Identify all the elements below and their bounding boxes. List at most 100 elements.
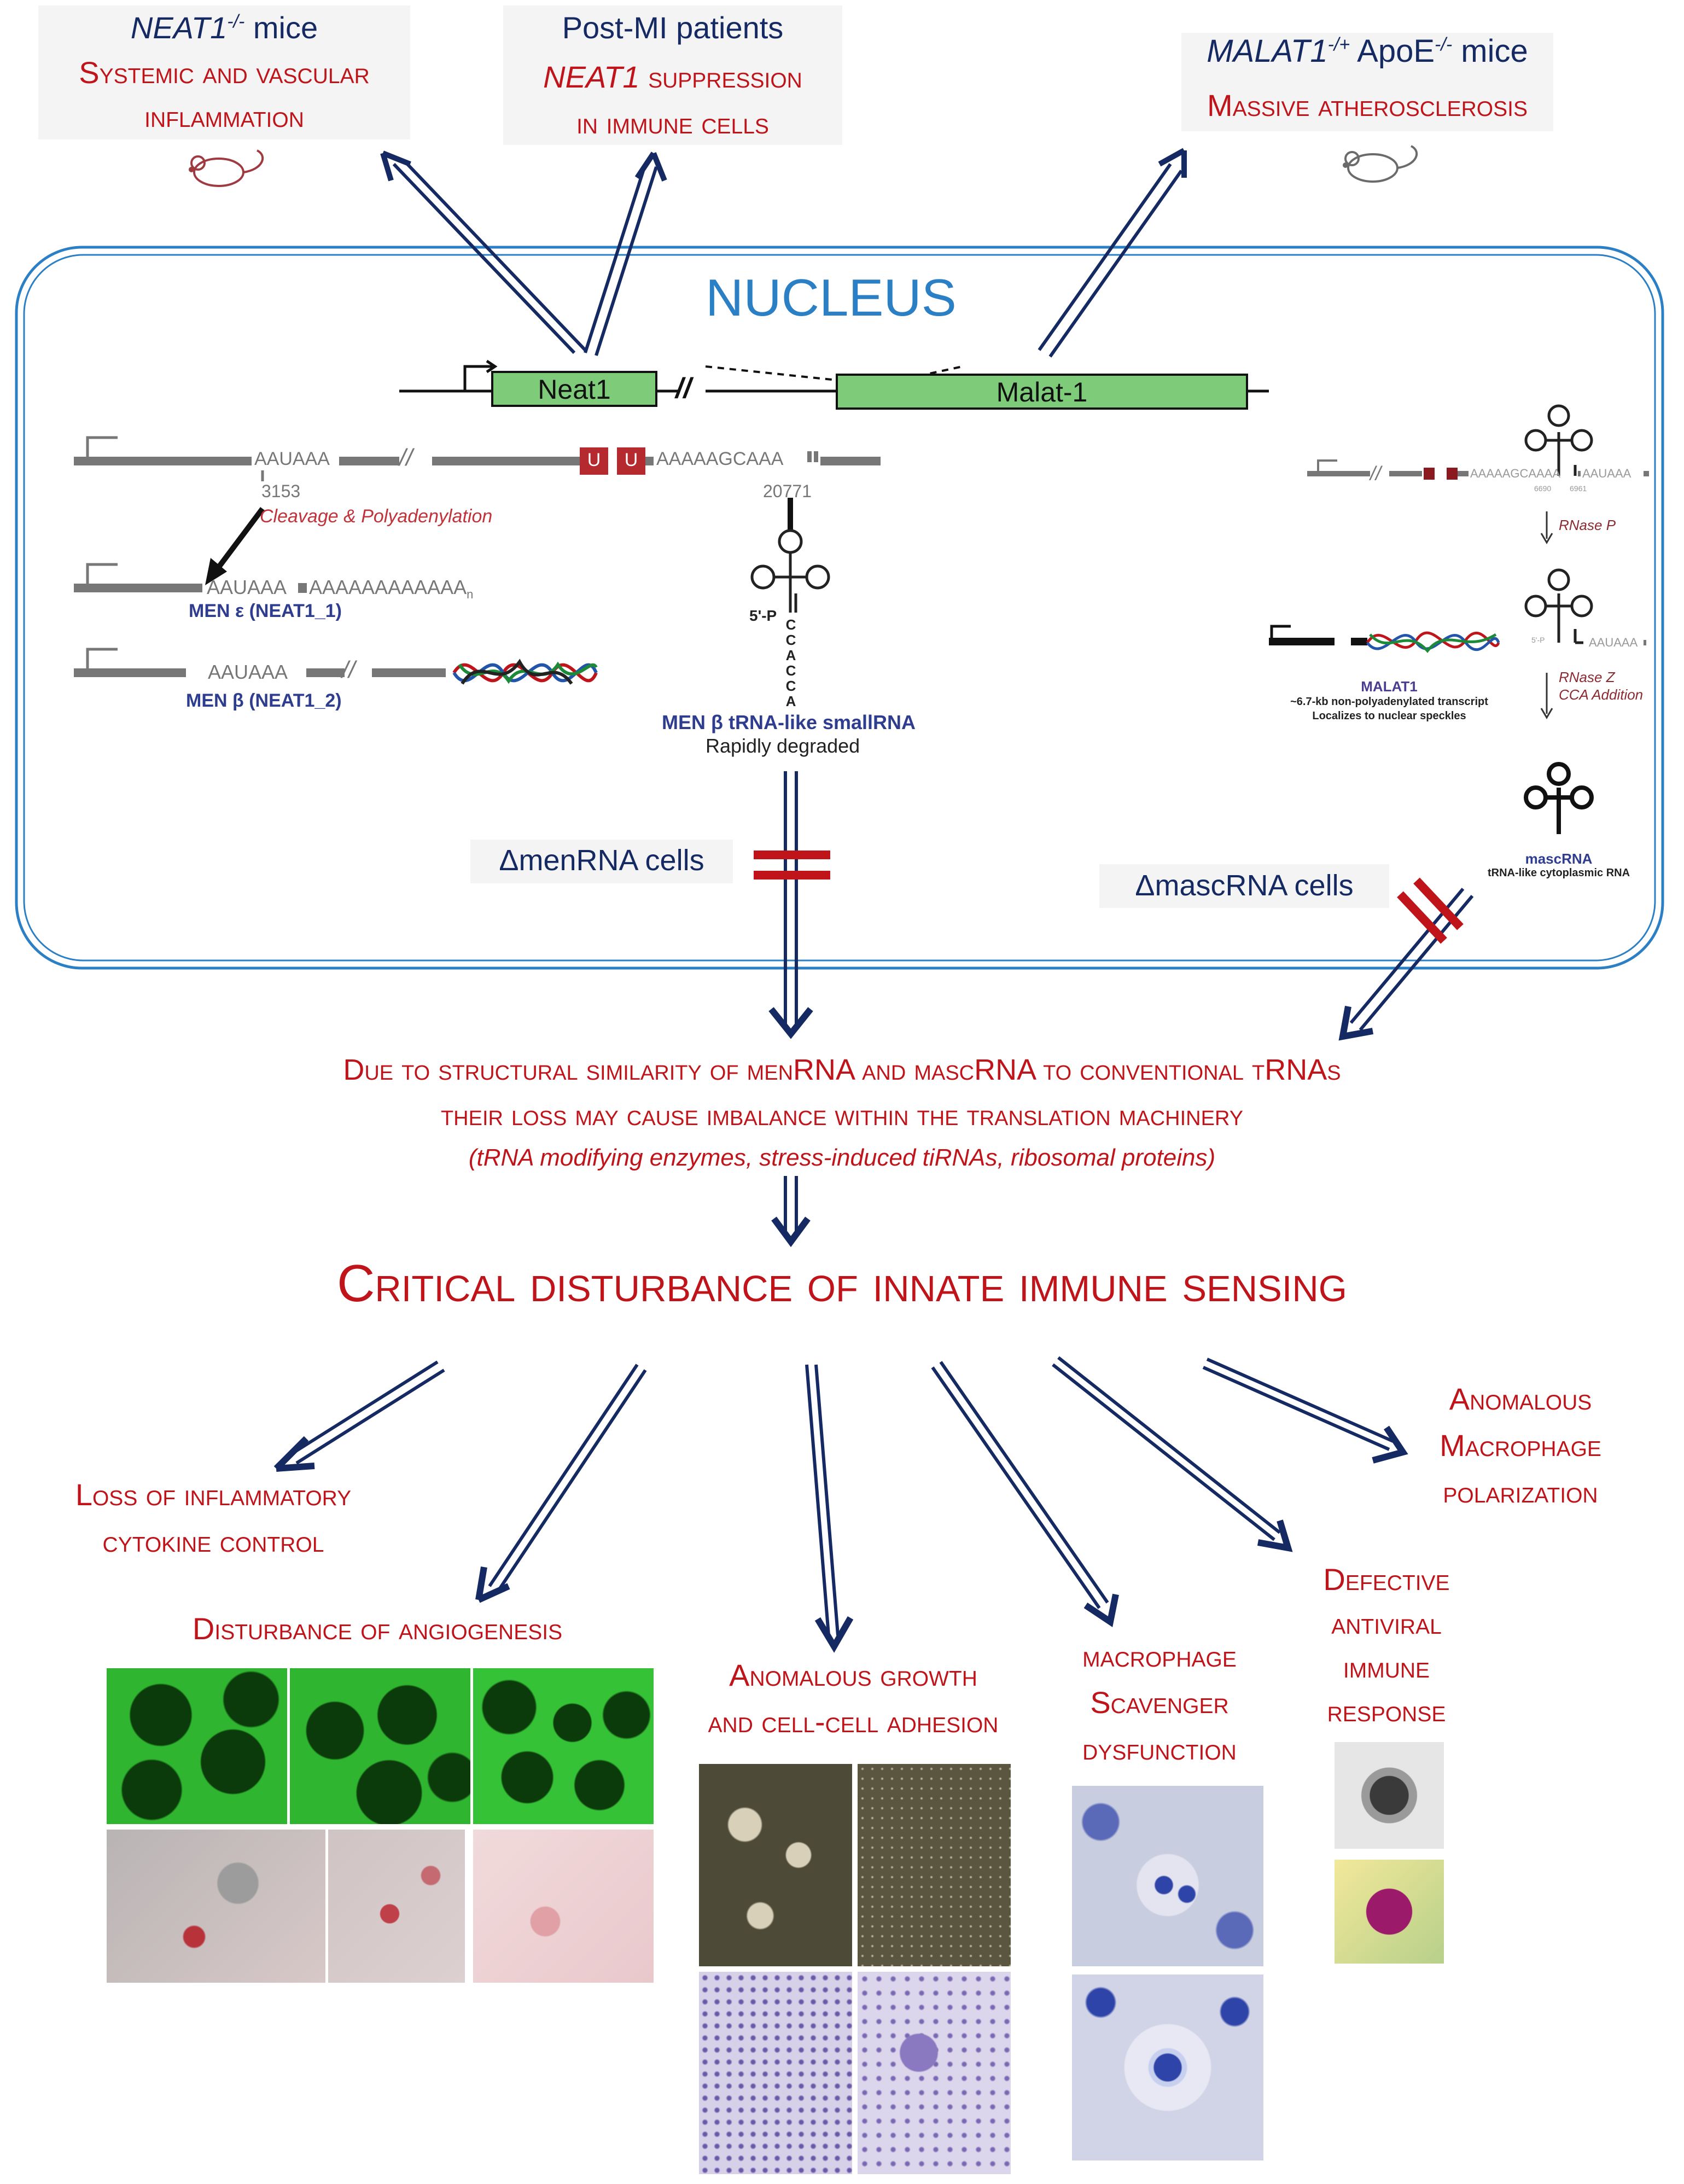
malat1-genotype: -/+ bbox=[1327, 34, 1350, 55]
growth-line1: Anomalous growth bbox=[729, 1658, 977, 1692]
suppression-word: suppression bbox=[639, 60, 802, 94]
cca-5: A bbox=[785, 693, 796, 709]
malat1-aaaaagcaaaa: AAAAAGCAAAA bbox=[1470, 467, 1561, 480]
post-mi-line1: NEAT1 suppression bbox=[503, 59, 842, 95]
arrow-masc-down bbox=[1338, 888, 1474, 1041]
neat1-mice-word: mice bbox=[244, 10, 318, 45]
nucleus-title: NUCLEUS bbox=[706, 269, 957, 327]
growth-bright-1 bbox=[699, 1764, 852, 1966]
scavenger-line2: Scavenger bbox=[1090, 1685, 1229, 1720]
neat1-pos-3153: 3153 bbox=[261, 481, 301, 501]
malat1-gene-name: MALAT1 bbox=[1207, 33, 1328, 69]
cleavage-label: Cleavage & Polyadenylation bbox=[260, 506, 493, 527]
neat1-italic: NEAT1 bbox=[543, 60, 640, 94]
growth-stain-2 bbox=[858, 1972, 1011, 2174]
men-b-aauaaa: AAUAAA bbox=[208, 661, 288, 683]
gene-break-mark: // bbox=[675, 372, 691, 404]
angiogenesis-pink-2 bbox=[328, 1830, 465, 1983]
antiviral-line4: response bbox=[1327, 1693, 1446, 1728]
men-e-aauaaa: AAUAAA bbox=[207, 576, 287, 598]
scavenger-line1: macrophage bbox=[1082, 1639, 1237, 1673]
antiviral-line3: immune bbox=[1343, 1650, 1430, 1684]
malat1-mice-line1: Massive atherosclerosis bbox=[1207, 88, 1528, 123]
neat1-genotype: -/- bbox=[227, 11, 245, 32]
cytokine-line2: cytokine control bbox=[102, 1524, 324, 1558]
scavenger-line3: dysfunction bbox=[1082, 1732, 1237, 1766]
angiogenesis-title: Disturbance of angiogenesis bbox=[192, 1611, 563, 1646]
angiogenesis-green-2 bbox=[290, 1668, 470, 1824]
malat1-locus bbox=[1269, 404, 1649, 834]
malat1-gene-box bbox=[836, 374, 1248, 410]
mascrna-sub: tRNA-like cytoplasmic RNA bbox=[1487, 867, 1630, 879]
neat1-locus bbox=[74, 436, 881, 685]
neat1-gene-label: Neat1 bbox=[538, 374, 611, 405]
malat1-sub2: Localizes to nuclear speckles bbox=[1312, 710, 1466, 722]
polya-tail: AAAAAAAAAAAA bbox=[309, 576, 467, 598]
malat1-sub1: ~6.7-kb non-polyadenylated transcript bbox=[1290, 696, 1488, 708]
polarization-line2: Macrophage bbox=[1440, 1428, 1601, 1463]
men-e-label: MEN ε (NEAT1_1) bbox=[189, 601, 342, 621]
cca-3: C bbox=[785, 662, 796, 679]
middle-line1: Due to structural similarity of menRNA a… bbox=[343, 1053, 1341, 1086]
malat1-break: // bbox=[1370, 462, 1382, 485]
angiogenesis-green-3 bbox=[473, 1668, 654, 1824]
critical-disturbance-title: Critical disturbance of innate immune se… bbox=[337, 1254, 1347, 1313]
men-b-label: MEN β (NEAT1_2) bbox=[186, 690, 342, 711]
nucleus-inner-border bbox=[23, 254, 1656, 962]
middle-line3: (tRNA modifying enzymes, stress-induced … bbox=[468, 1144, 1216, 1171]
outcome-arrows bbox=[273, 1356, 1408, 1653]
neat1-gene-box bbox=[491, 371, 657, 407]
neat1-mice-line2: inflammation bbox=[144, 99, 304, 133]
neat1-u2: U bbox=[624, 450, 638, 470]
rnase-p-label: RNase P bbox=[1559, 517, 1616, 533]
cca-addition-label: CCA Addition bbox=[1559, 686, 1644, 703]
nucleus-outer-border bbox=[15, 246, 1664, 970]
post-mi-box bbox=[503, 5, 842, 145]
cca-0: C bbox=[785, 616, 796, 633]
neat1-u1: U bbox=[587, 450, 601, 470]
neat1-break-2: // bbox=[342, 656, 356, 683]
virus-micrograph bbox=[1335, 1742, 1444, 1849]
neat1-aaaaagcaaa: AAAAAGCAAA bbox=[656, 449, 784, 469]
polarization-line1: Anomalous bbox=[1449, 1382, 1592, 1416]
growth-stain-1 bbox=[699, 1972, 852, 2174]
cca-2: A bbox=[785, 647, 796, 663]
neat1-mice-line1: Systemic and vascular bbox=[79, 55, 370, 90]
malat1-aauaaa-2: AAUAAA bbox=[1589, 636, 1638, 649]
trna-label: MEN β tRNA-like smallRNA bbox=[662, 711, 916, 733]
arrow-middle-down bbox=[771, 1176, 811, 1248]
malat1-pos-a: 6690 bbox=[1534, 484, 1552, 493]
delta-men-box bbox=[470, 840, 733, 883]
malat1-gene-label: Malat-1 bbox=[996, 377, 1088, 407]
scavenger-cell-1 bbox=[1072, 1786, 1263, 1966]
arrows-up bbox=[380, 148, 1187, 358]
trna-5p: 5'-P bbox=[749, 607, 777, 624]
malat1-aauaaa: AAUAAA bbox=[1582, 467, 1631, 480]
neat1-pos-20771: 20771 bbox=[763, 481, 812, 501]
neat1-mice-box bbox=[38, 5, 410, 139]
neat1-mice-title: NEAT1-/- mice bbox=[38, 10, 410, 45]
malat1-p5-label: 5'-P bbox=[1531, 636, 1545, 644]
growth-bright-2 bbox=[858, 1764, 1011, 1966]
men-e-polya: AAAAAAAAAAAAn bbox=[309, 576, 473, 602]
antiviral-line1: Defective bbox=[1323, 1562, 1450, 1597]
scavenger-cell-2 bbox=[1072, 1975, 1263, 2160]
growth-line2: and cell-cell adhesion bbox=[708, 1704, 999, 1739]
delta-men-label: ΔmenRNA cells bbox=[499, 844, 704, 877]
angiogenesis-pink-1 bbox=[107, 1830, 325, 1983]
apoe-name: ApoE bbox=[1350, 33, 1435, 69]
trna-cca-stack: C C A C C A bbox=[784, 617, 797, 709]
malat1-mice-box bbox=[1181, 33, 1553, 131]
antiviral-line2: antiviral bbox=[1331, 1606, 1442, 1640]
polya-n: n bbox=[467, 587, 474, 602]
cca-1: C bbox=[785, 632, 796, 648]
post-mi-line2: in immune cells bbox=[576, 106, 769, 140]
arrow-men-down bbox=[768, 771, 813, 1039]
angiogenesis-pink-3 bbox=[473, 1830, 654, 1983]
cca-4: C bbox=[785, 678, 796, 694]
neat1-gene-name: NEAT1 bbox=[130, 10, 228, 45]
angiogenesis-green-1 bbox=[107, 1668, 287, 1824]
malat1-mice-word: mice bbox=[1452, 33, 1528, 69]
neat1-aauaaa: AAUAAA bbox=[254, 449, 330, 469]
